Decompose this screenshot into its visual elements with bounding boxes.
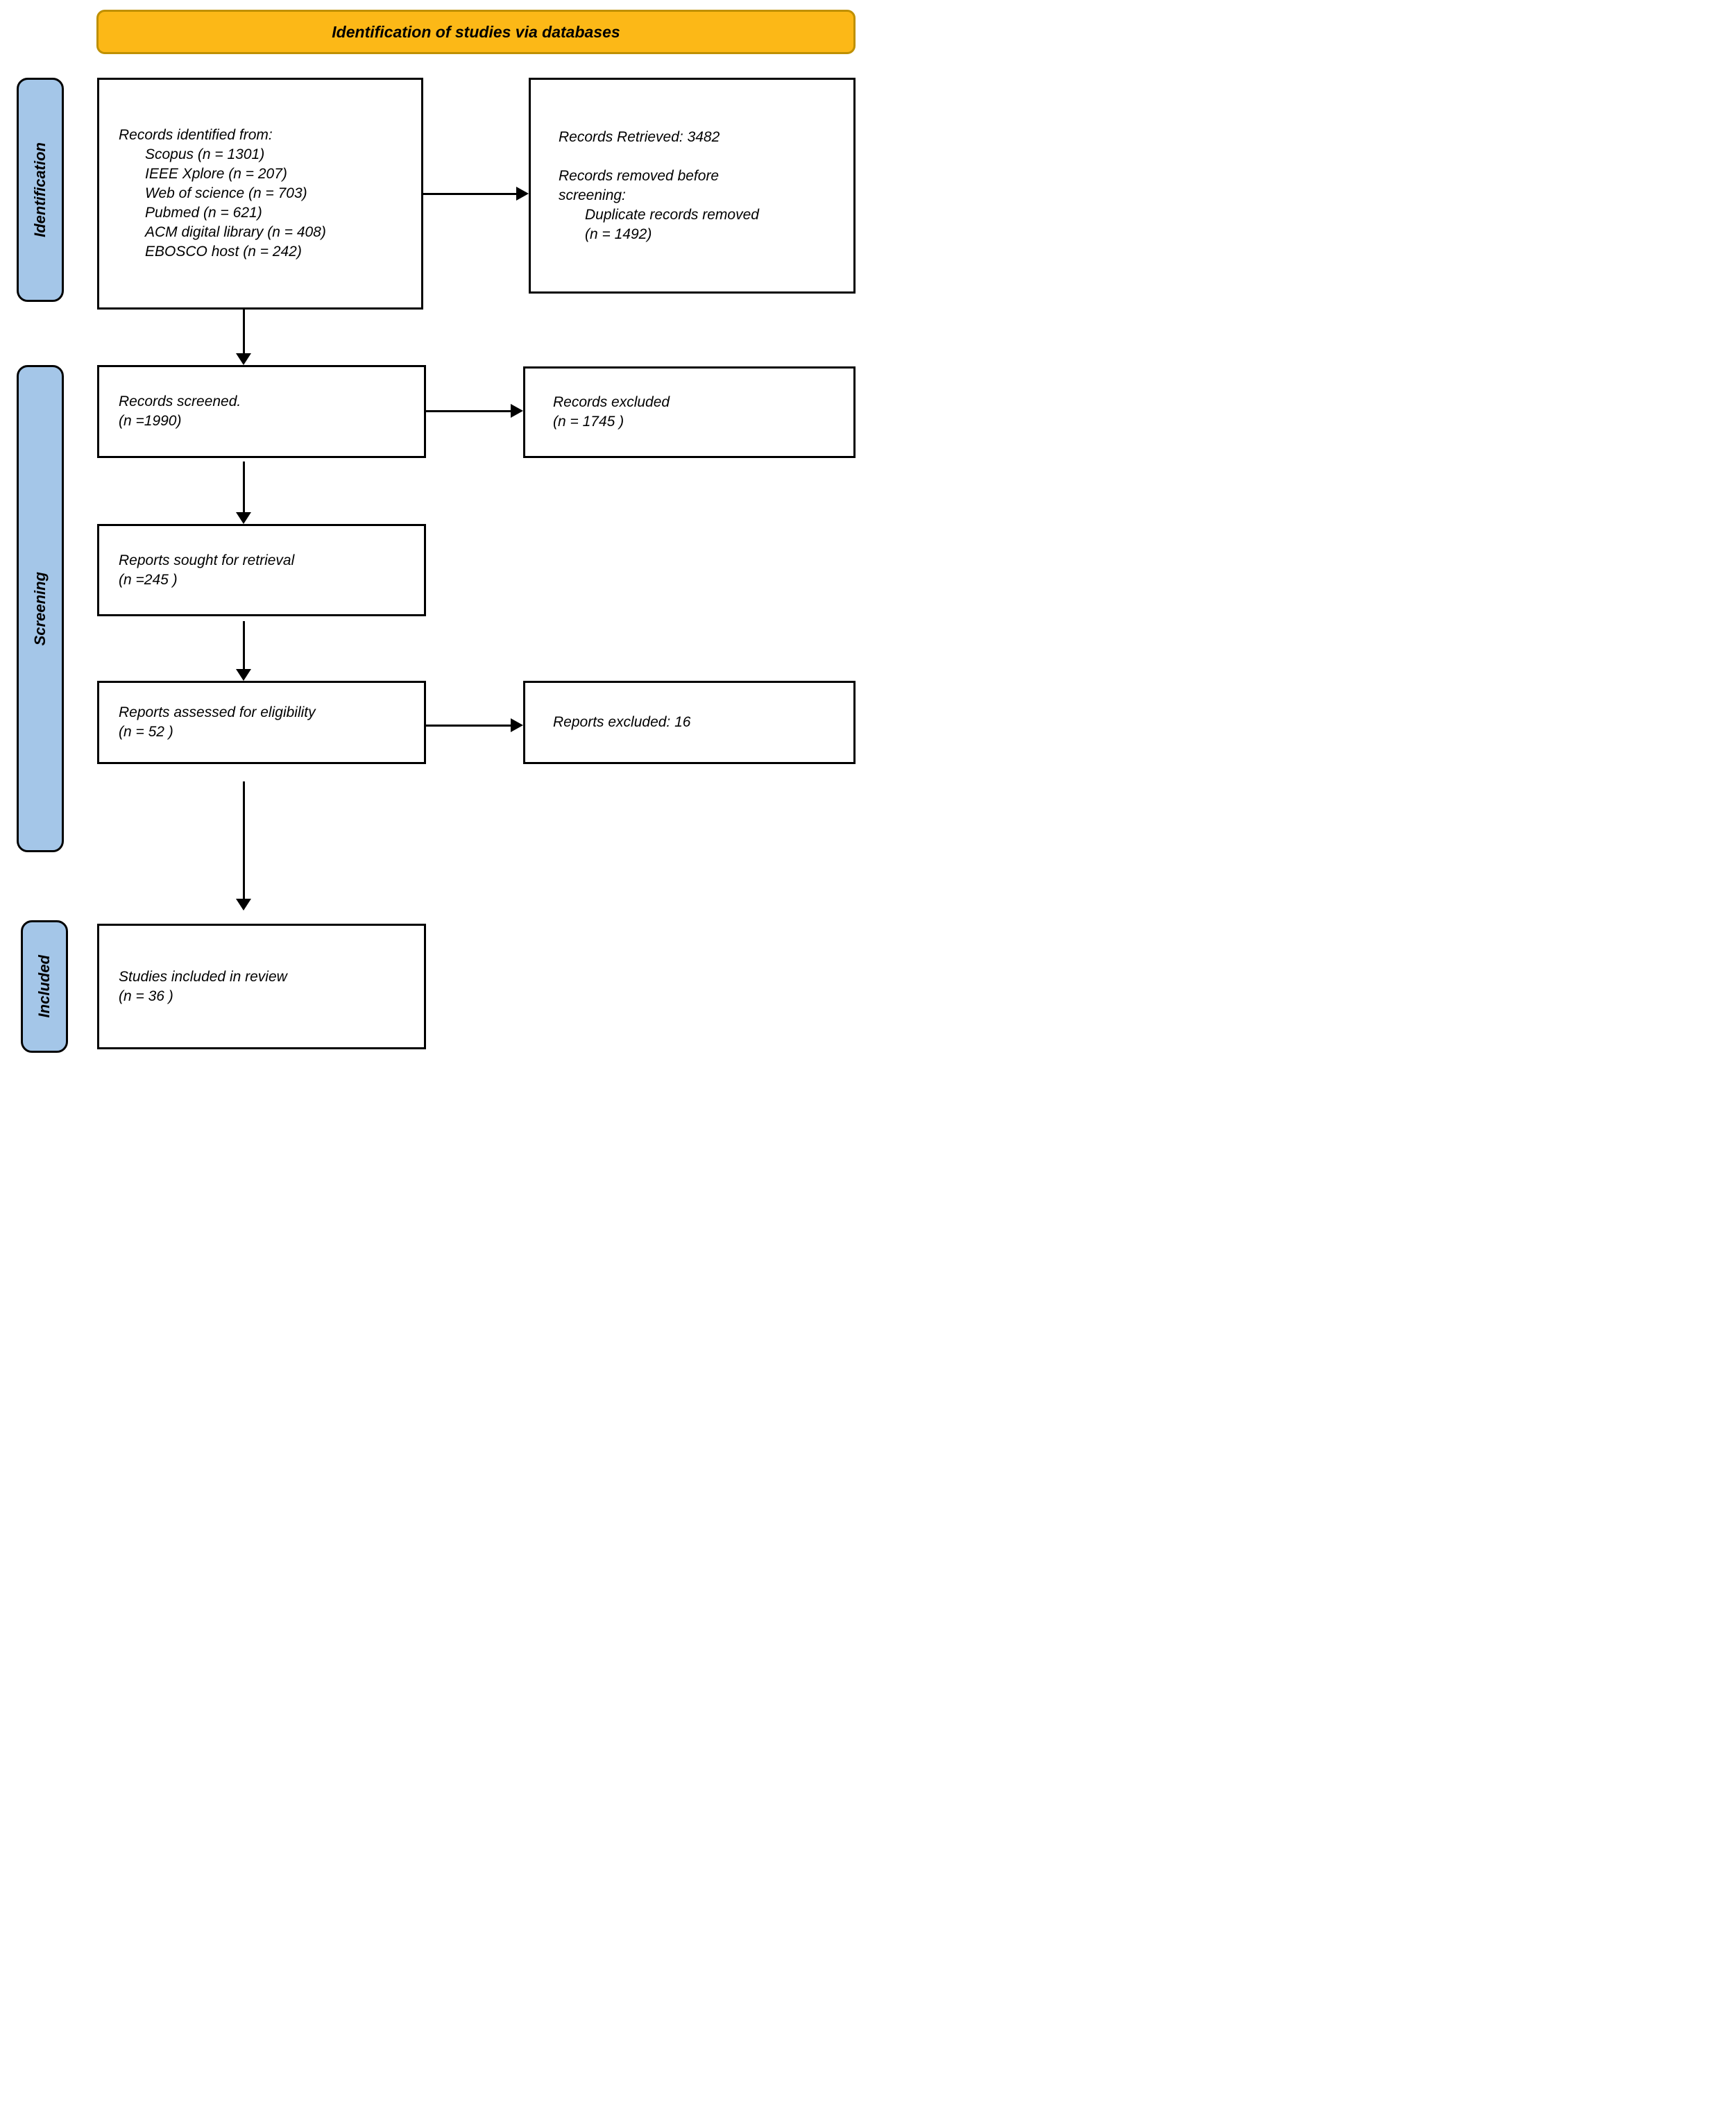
- arrow-down-sought-to-assessed-icon: [236, 621, 251, 681]
- arrow-shaft: [243, 781, 245, 901]
- arrow-head-icon: [236, 899, 251, 911]
- box-line: (n =245 ): [119, 571, 178, 588]
- stage-label-identification: Identification: [31, 142, 49, 237]
- box-line: screening:: [559, 187, 626, 203]
- box-line: Records screened.: [119, 393, 241, 409]
- box-reports-excluded: Reports excluded: 16: [523, 681, 856, 764]
- stage-label-included: Included: [35, 955, 53, 1018]
- box-line: IEEE Xplore (n = 207): [145, 166, 287, 182]
- arrow-right-screened-to-excluded-icon: [426, 404, 523, 418]
- arrow-down-assessed-to-included-icon: [236, 781, 251, 911]
- box-line: Web of science (n = 703): [145, 185, 307, 201]
- box-line: EBOSCO host (n = 242): [145, 244, 302, 260]
- box-line: Records removed before: [559, 167, 720, 184]
- box-line: Reports excluded: 16: [553, 714, 691, 730]
- box-line: Scopus (n = 1301): [145, 146, 265, 162]
- box-line: Studies included in review: [119, 968, 287, 985]
- arrow-head-icon: [236, 512, 251, 524]
- arrow-down-identified-to-screened-icon: [236, 310, 251, 365]
- arrow-shaft: [243, 621, 245, 671]
- arrow-shaft: [243, 462, 245, 514]
- arrow-shaft: [423, 193, 518, 195]
- arrow-shaft: [426, 725, 513, 727]
- box-line: Reports sought for retrieval: [119, 552, 295, 568]
- box-line: Records excluded: [553, 394, 670, 410]
- stage-tab-included: Included: [21, 920, 68, 1053]
- box-line: (n = 36 ): [119, 988, 173, 1004]
- title-banner: Identification of studies via databases: [96, 10, 856, 54]
- box-line: Reports assessed for eligibility: [119, 704, 316, 720]
- title-banner-label: Identification of studies via databases: [332, 22, 620, 41]
- box-line: Records Retrieved: 3482: [559, 128, 720, 145]
- box-studies-included: Studies included in review (n = 36 ): [97, 924, 426, 1049]
- prisma-flow-diagram: Identification of studies via databases …: [0, 0, 868, 1062]
- box-line: Pubmed (n = 621): [145, 205, 262, 221]
- stage-tab-screening: Screening: [17, 365, 64, 852]
- arrow-down-screened-to-sought-icon: [236, 462, 251, 524]
- arrow-head-icon: [236, 669, 251, 681]
- box-reports-sought: Reports sought for retrieval (n =245 ): [97, 524, 426, 616]
- box-line: Records identified from:: [119, 127, 273, 143]
- arrow-right-assessed-to-excluded-icon: [426, 718, 523, 732]
- arrow-right-identified-to-retrieved-icon: [423, 187, 529, 201]
- box-line: Duplicate records removed: [585, 206, 759, 223]
- box-line: (n = 52 ): [119, 724, 173, 740]
- box-records-identified: Records identified from: Scopus (n = 130…: [97, 78, 423, 310]
- stage-tab-identification: Identification: [17, 78, 64, 302]
- box-line: (n = 1745 ): [553, 414, 624, 430]
- arrow-shaft: [426, 410, 513, 412]
- box-line: [559, 147, 846, 167]
- box-reports-assessed: Reports assessed for eligibility (n = 52…: [97, 681, 426, 764]
- stage-label-screening: Screening: [31, 571, 49, 646]
- box-line: ACM digital library (n = 408): [145, 224, 326, 240]
- box-line: (n = 1492): [585, 226, 652, 242]
- arrow-head-icon: [511, 404, 523, 418]
- box-records-excluded: Records excluded (n = 1745 ): [523, 366, 856, 458]
- box-records-retrieved: Records Retrieved: 3482 Records removed …: [529, 78, 856, 294]
- arrow-shaft: [243, 310, 245, 355]
- arrow-head-icon: [511, 718, 523, 732]
- box-line: (n =1990): [119, 413, 182, 429]
- box-records-screened: Records screened. (n =1990): [97, 365, 426, 458]
- arrow-head-icon: [516, 187, 529, 201]
- arrow-head-icon: [236, 353, 251, 365]
